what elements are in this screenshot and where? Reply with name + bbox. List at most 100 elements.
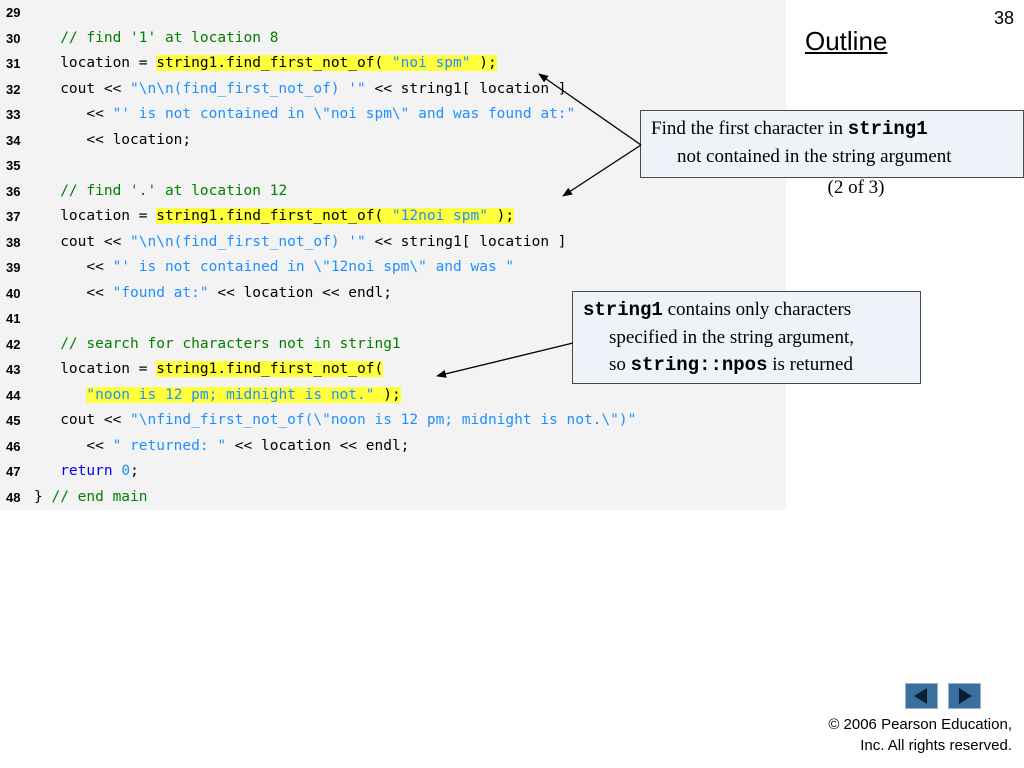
code-token xyxy=(34,387,86,403)
code-token xyxy=(34,30,60,46)
line-number: 42 xyxy=(6,336,21,352)
code-string: 0 xyxy=(121,463,131,479)
callout-npos-returned: string1 contains only characters specifi… xyxy=(572,291,921,384)
code-token: location = xyxy=(34,208,157,224)
code-text: } // end main xyxy=(34,485,148,510)
code-token: << location << endl; xyxy=(226,437,410,454)
code-string: " returned: " xyxy=(112,437,227,454)
code-line-45: 45 cout << "\nfind_first_not_of(\"noon i… xyxy=(0,408,786,433)
code-string: "' is not contained in \"noi spm\" and w… xyxy=(112,106,576,122)
code-token: << string1[ location ] xyxy=(365,233,567,250)
code-token: string1.find_first_not_of( xyxy=(156,55,392,71)
outline-link[interactable]: Outline xyxy=(805,26,888,56)
code-token: } xyxy=(34,488,52,505)
line-number: 43 xyxy=(6,362,21,377)
code-string: "\nfind_first_not_of(\"noon is 12 pm; mi… xyxy=(130,412,637,428)
code-line-30: 30 // find '1' at location 8 xyxy=(0,26,786,51)
code-line-40: 40 << "found at:" << location << endl; xyxy=(0,281,786,306)
copyright-line-1: © 2006 Pearson Education, xyxy=(828,716,1012,733)
line-number: 33 xyxy=(6,107,21,122)
code-text: cout << "\n\n(find_first_not_of) '" << s… xyxy=(34,230,567,255)
code-comment: // find '.' at location 12 xyxy=(60,182,288,199)
code-string: "noon is 12 pm; midnight is not." xyxy=(86,386,375,403)
code-line-39: 39 << "' is not contained in \"12noi spm… xyxy=(0,255,786,280)
code-comment: // search for characters not in string1 xyxy=(60,335,401,352)
next-slide-button[interactable] xyxy=(948,683,981,709)
line-number: 41 xyxy=(6,311,21,326)
code-token xyxy=(34,336,60,352)
code-string: "' is not contained in \"12noi spm\" and… xyxy=(112,259,515,275)
code-line-31: 31 location = string1.find_first_not_of(… xyxy=(0,51,786,76)
code-line-36: 36 // find '.' at location 12 xyxy=(0,179,786,204)
callout-2-text: contains only characters xyxy=(662,299,852,320)
code-token: ); xyxy=(470,55,497,71)
code-line-48: 48} // end main xyxy=(0,485,786,510)
line-number: 45 xyxy=(6,413,21,428)
code-string: "12noi spm" xyxy=(391,208,488,224)
callout-2-npos-code: string::npos xyxy=(630,354,768,376)
code-line-46: 46 << " returned: " << location << endl; xyxy=(0,434,786,459)
code-string: "noi spm" xyxy=(391,55,471,71)
line-number: 40 xyxy=(6,285,21,301)
code-text: return 0; xyxy=(34,459,139,484)
code-line-33: 33 << "' is not contained in \"noi spm\"… xyxy=(0,102,786,127)
callout-2-line-3: so string::npos is returned xyxy=(583,351,910,379)
code-token xyxy=(34,183,60,199)
code-line-37: 37 location = string1.find_first_not_of(… xyxy=(0,204,786,229)
code-text: // find '.' at location 12 xyxy=(34,179,287,204)
code-text: << "found at:" << location << endl; xyxy=(34,281,392,306)
code-text: "noon is 12 pm; midnight is not." ); xyxy=(34,383,401,408)
code-string: "\n\n(find_first_not_of) '" xyxy=(130,80,366,97)
code-text: location = string1.find_first_not_of( "1… xyxy=(34,204,515,229)
triangle-right-icon xyxy=(959,688,972,704)
code-string: "found at:" xyxy=(112,284,209,301)
code-token: << string1[ location ] xyxy=(365,80,567,97)
code-line-38: 38 cout << "\n\n(find_first_not_of) '" <… xyxy=(0,230,786,255)
line-number: 32 xyxy=(6,81,21,97)
line-number: 30 xyxy=(6,30,21,46)
line-number: 37 xyxy=(6,209,21,224)
code-token: << xyxy=(34,106,113,122)
callout-1-text: Find the first character in xyxy=(651,118,848,139)
callout-1-code: string1 xyxy=(847,118,928,140)
code-text: // find '1' at location 8 xyxy=(34,26,278,51)
previous-slide-button[interactable] xyxy=(905,683,938,709)
code-text: cout << "\n\n(find_first_not_of) '" << s… xyxy=(34,77,567,102)
line-number: 36 xyxy=(6,183,21,199)
code-text: << " returned: " << location << endl; xyxy=(34,434,409,459)
callout-2-line-1: string1 contains only characters xyxy=(583,296,910,324)
copyright-notice: © 2006 Pearson Education, Inc. All right… xyxy=(752,714,1012,756)
code-token: << location << endl; xyxy=(208,284,392,301)
code-token xyxy=(34,463,60,479)
code-text: << "' is not contained in \"noi spm\" an… xyxy=(34,102,575,127)
triangle-left-icon xyxy=(914,688,927,704)
code-line-47: 47 return 0; xyxy=(0,459,786,484)
code-comment: // find '1' at location 8 xyxy=(60,29,279,46)
code-token: ); xyxy=(374,386,401,403)
callout-2-line-2: specified in the string argument, xyxy=(609,327,855,348)
line-number: 46 xyxy=(6,438,21,454)
code-line-44: 44 "noon is 12 pm; midnight is not." ); xyxy=(0,383,786,408)
callout-2-so: so xyxy=(609,354,631,375)
code-text: << location; xyxy=(34,128,191,153)
callout-1-line-2: not contained in the string argument xyxy=(677,146,952,167)
page-indicator: (2 of 3) xyxy=(827,177,885,198)
code-token: << xyxy=(34,437,113,454)
code-text: cout << "\nfind_first_not_of(\"noon is 1… xyxy=(34,408,636,433)
line-number: 38 xyxy=(6,234,21,250)
code-text: location = string1.find_first_not_of( "n… xyxy=(34,51,497,76)
code-text: << "' is not contained in \"12noi spm\" … xyxy=(34,255,514,280)
code-token: cout << xyxy=(34,233,131,250)
line-number: 39 xyxy=(6,260,21,275)
slide-number: 38 xyxy=(993,8,1014,28)
line-number: 29 xyxy=(6,5,21,20)
copyright-line-2: Inc. All rights reserved. xyxy=(860,737,1012,754)
code-line-42: 42 // search for characters not in strin… xyxy=(0,332,786,357)
code-token: string1.find_first_not_of( xyxy=(156,208,392,224)
code-line-43: 43 location = string1.find_first_not_of( xyxy=(0,357,786,382)
code-token: location = xyxy=(34,55,157,71)
line-number: 35 xyxy=(6,158,21,173)
code-token: << location; xyxy=(34,131,192,148)
code-token: << xyxy=(34,259,113,275)
